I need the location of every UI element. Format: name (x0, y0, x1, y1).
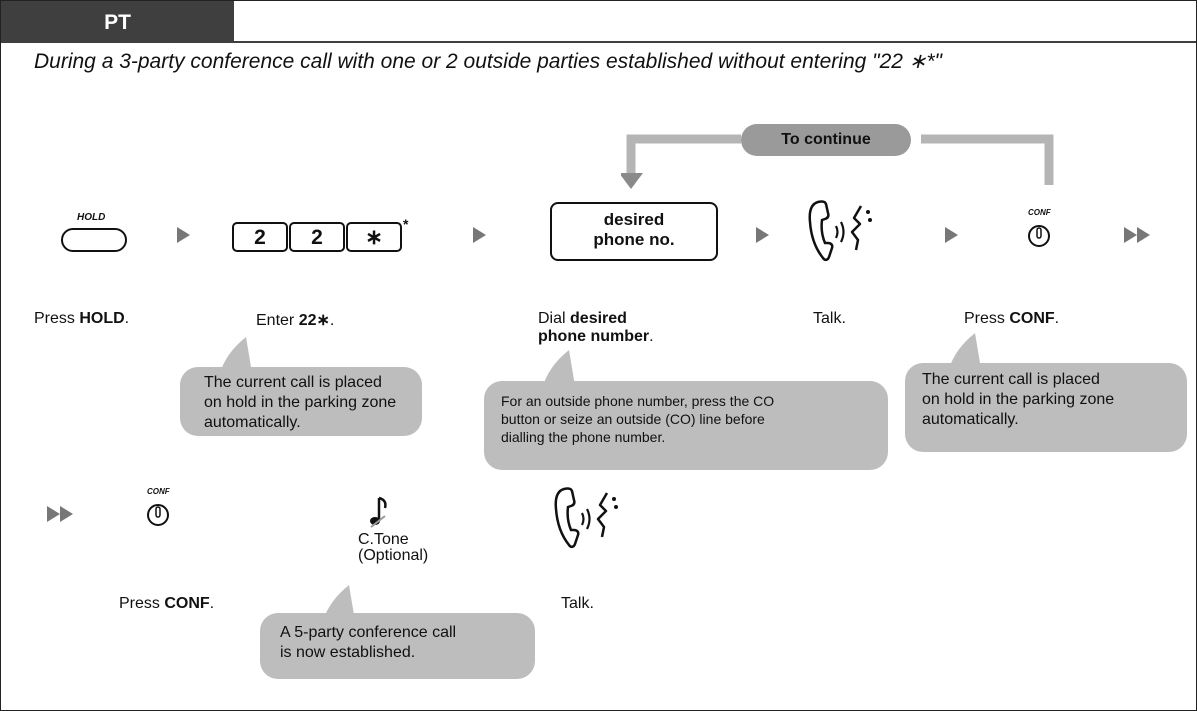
hold-button-icon: HOLD (59, 209, 133, 264)
caption-talk: Talk. (813, 310, 846, 327)
conf-button-icon: CONF (1023, 206, 1067, 261)
key-star: ∗ (346, 222, 402, 252)
caption-press-hold: Press HOLD. (34, 310, 130, 327)
caption-talk: Talk. (561, 595, 594, 612)
bubble-tail (220, 337, 252, 373)
next-row-arrow (1124, 227, 1150, 243)
conf-button-text: CONF (147, 487, 171, 496)
handset-talk-icon (806, 198, 876, 269)
caption-confirmation-tone: C.Tone (Optional) (358, 531, 429, 564)
key-2: 2 (232, 222, 288, 252)
note-hold-parking: The current call is placed on hold in th… (180, 367, 422, 436)
phone-box-line2: phone no. (593, 230, 675, 249)
note-conf-parking: The current call is placed on hold in th… (905, 363, 1187, 452)
bubble-tail (323, 585, 355, 621)
desired-phone-no-box: desired phone no. (550, 202, 718, 261)
caption-dial-number: Dial desired phone number. (538, 310, 654, 345)
conf-button-icon: CONF (142, 485, 186, 540)
step-arrow (473, 227, 486, 243)
caption-press-conf: Press CONF. (964, 310, 1060, 327)
handset-talk-icon (552, 485, 622, 556)
header-rule (1, 41, 1196, 43)
step-arrow (756, 227, 769, 243)
step-arrow (945, 227, 958, 243)
conf-button-text: CONF (1028, 208, 1052, 217)
music-note-icon (369, 494, 393, 535)
caption-enter-code: Enter 22∗. (256, 312, 335, 329)
to-continue-label: To continue (741, 124, 911, 156)
hold-button-text: HOLD (77, 212, 105, 223)
bubble-tail (949, 333, 981, 369)
note-outside-number: For an outside phone number, press the C… (484, 381, 888, 470)
caption-press-conf: Press CONF. (119, 595, 215, 612)
note-five-party-established: A 5-party conference call is now establi… (260, 613, 535, 679)
key-2: 2 (289, 222, 345, 252)
loop-connector (621, 134, 1054, 189)
step-arrow (177, 227, 190, 243)
key-footnote-marker: * (403, 216, 409, 232)
continued-row-arrow (47, 506, 73, 522)
intro-text: During a 3-party conference call with on… (34, 50, 943, 73)
pt-tab: PT (1, 1, 234, 41)
phone-box-line1: desired (603, 210, 665, 229)
bubble-tail (543, 350, 575, 386)
